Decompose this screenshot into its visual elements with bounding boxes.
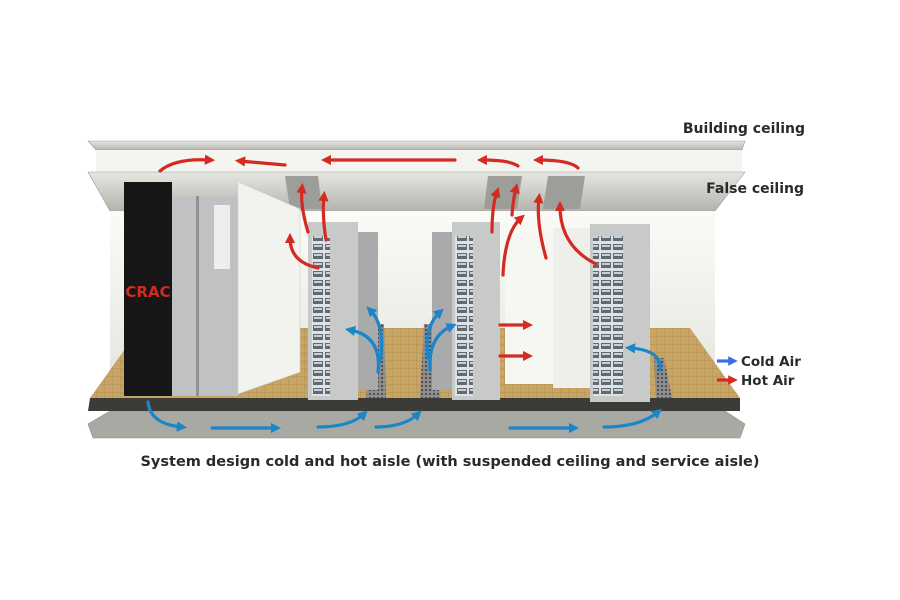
cold-air-arrow [602,408,662,429]
rack-row-1-side [358,232,378,390]
crac-label: CRAC [125,283,170,301]
legend: Cold Air Hot Air [717,354,801,389]
diagram-caption: System design cold and hot aisle (with s… [140,454,760,470]
hot-air-arrow [533,192,548,260]
cold-air-legend-label: Cold Air [741,354,801,370]
hot-air-arrow [234,156,287,167]
cold-air-arrow [146,400,188,432]
hot-air-arrow [158,154,216,173]
cold-air-arrow [428,323,457,372]
cold-air-arrow [624,343,662,372]
hot-air-arrow [501,214,525,277]
containment-partition [237,181,301,395]
rack-row-2 [432,232,452,390]
hot-air-arrow [284,232,320,270]
cold-air-arrow [344,325,381,374]
hot-air-arrow [532,154,580,170]
cold-air-arrow [366,306,384,364]
rack-vent [214,205,230,269]
rack-row-3-front [593,236,623,396]
hot-air-flow [158,154,598,362]
cold-air-arrow [374,410,422,429]
false-ceiling-label: False ceiling [706,181,804,197]
rack-row-1-front [312,236,330,396]
crac-unit [124,182,172,396]
cold-air-arrow [316,410,368,429]
building-ceiling-slab [87,140,746,151]
cold-aisle-perforated-tile [654,358,672,398]
hot-air-arrow [490,187,501,234]
cold-air-arrow [425,308,444,360]
hot-air-arrow [296,182,310,234]
hot-air-arrow [509,183,520,217]
hot-air-arrow [318,190,329,242]
raised-floor-edge [88,398,740,411]
cold-air-flow [146,306,662,434]
hot-air-arrow [554,200,598,266]
hot-air-legend-label: Hot Air [741,373,795,389]
rack-seam [196,196,199,396]
hot-air-arrow [476,154,520,168]
ceiling-return-grille [543,176,585,209]
hot-aisle-panel [553,228,591,388]
building-ceiling-label: Building ceiling [683,121,805,137]
rack-row-2-front [455,236,473,396]
